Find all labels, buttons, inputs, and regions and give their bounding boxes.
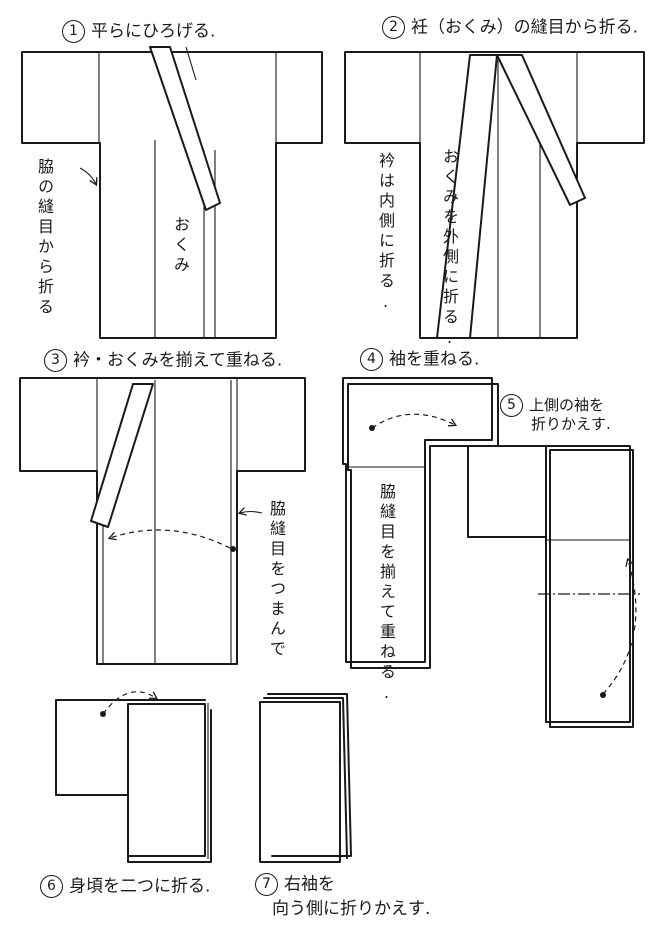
step2-okumi-note: おくみを外側に折る. — [440, 148, 459, 351]
step1-number: 1 — [62, 20, 85, 43]
step4-number: 4 — [360, 348, 383, 371]
step6-title: 6 身頃を二つに折る. — [40, 875, 210, 898]
step3-pinch-note: 脇縫目をつまんで — [267, 500, 286, 660]
step3-pinch-point — [230, 546, 236, 552]
step2-collar-note: 衿は内側に折る. — [376, 152, 395, 315]
step1-okumi-label: おくみ — [171, 216, 190, 276]
step6-dashed-arrow — [102, 691, 156, 715]
step6-title-text: 身頃を二つに折る. — [69, 876, 211, 897]
step1-title-text: 平らにひろげる. — [91, 21, 216, 42]
step7-title-line1: 右袖を — [284, 874, 335, 895]
step5-start-point — [600, 692, 606, 698]
step7-kimono — [259, 693, 352, 863]
step3-kimono — [19, 377, 306, 665]
step5-title: 5 上側の袖を — [500, 394, 604, 417]
step3-title-text: 衿・おくみを揃えて重ねる. — [73, 350, 283, 371]
step4-title-text: 袖を重ねる. — [389, 349, 480, 370]
step3-number: 3 — [44, 349, 67, 372]
step2-number: 2 — [382, 16, 405, 39]
step1-title: 1 平らにひろげる. — [62, 20, 215, 43]
step2-title: 2 衽（おくみ）の縫目から折る. — [382, 16, 638, 39]
step1-kimono — [21, 46, 323, 339]
step3-title: 3 衿・おくみを揃えて重ねる. — [44, 349, 282, 372]
step3-pinch-arrow — [240, 512, 263, 514]
step5-title-line1: 上側の袖を — [529, 396, 605, 414]
step6-start-point — [100, 711, 106, 717]
step4-title: 4 袖を重ねる. — [360, 348, 479, 371]
step2-kimono — [344, 51, 645, 339]
step2-title-text: 衽（おくみ）の縫目から折る. — [411, 17, 639, 38]
step7-title: 7 右袖を — [255, 873, 335, 896]
step3-dashed-arrow — [110, 529, 231, 549]
step4-kimono — [342, 377, 499, 669]
step1-side-arrow — [79, 167, 96, 184]
step7-number: 7 — [255, 873, 278, 896]
step6-number: 6 — [40, 875, 63, 898]
step7-title-line2: 向う側に折りかえす. — [272, 899, 431, 919]
step1-side-fold-note: 脇の縫目から折る — [35, 158, 54, 318]
step4-align-note: 脇縫目を揃えて重ねる. — [377, 483, 396, 706]
step5-kimono — [467, 445, 634, 728]
step4-start-point — [369, 425, 375, 431]
step5-number: 5 — [500, 394, 523, 417]
step5-title-line2: 折りかえす. — [531, 415, 611, 433]
step6-kimono — [55, 699, 212, 863]
